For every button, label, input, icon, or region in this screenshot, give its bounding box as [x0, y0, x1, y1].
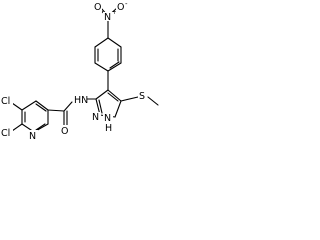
atom-nh-amide: HN — [74, 95, 88, 106]
chemical-structure: N + O O - HN N N H S O N Cl Cl — [0, 0, 159, 142]
atom-o-nitro-left: O — [94, 2, 101, 13]
atom-n-pyrazole-h: N — [104, 113, 111, 124]
atom-n-nitro: N — [104, 12, 111, 23]
atom-cl-bottom: Cl — [1, 128, 10, 139]
atom-o-nitro-right: O — [117, 2, 124, 13]
atom-n-pyrazole: N — [92, 112, 99, 123]
bond-lines — [11, 7, 159, 133]
atom-n-pyridine: N — [29, 131, 36, 142]
atom-h-pyrazole: H — [105, 123, 112, 134]
atom-cl-top: Cl — [1, 96, 10, 107]
nitro-plus-charge: + — [112, 9, 117, 16]
atom-o-amide: O — [61, 126, 68, 137]
atom-labels: N + O O - HN N N H S O N Cl Cl — [0, 0, 147, 142]
nitro-minus-charge: - — [125, 0, 128, 8]
atom-s-methylthio: S — [139, 91, 145, 102]
